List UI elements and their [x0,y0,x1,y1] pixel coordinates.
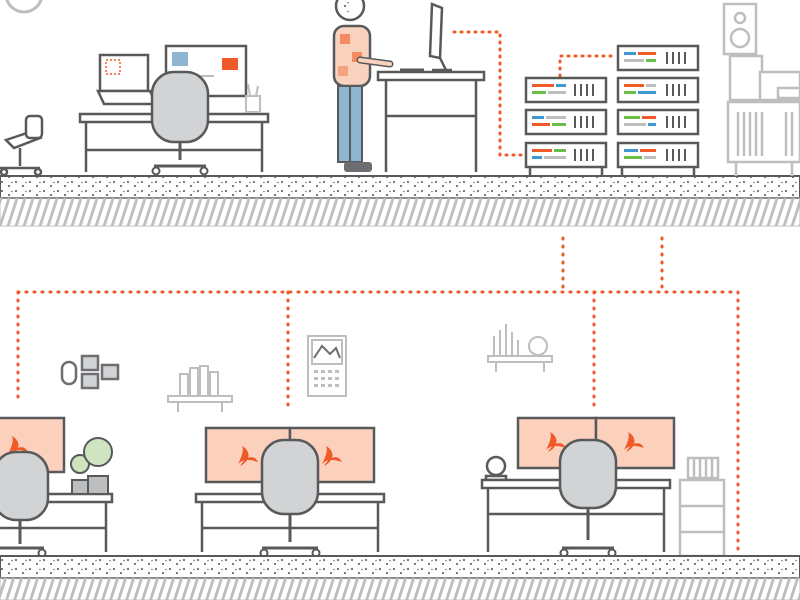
server-unit [616,108,700,136]
lower-floor-speckle [1,557,799,577]
server-rack-right [616,44,700,176]
speaker-icon [722,2,758,56]
desk-chair-icon [558,438,618,558]
laptop-icon [96,53,158,106]
record-shelf [726,100,800,176]
server-unit [616,76,700,104]
workstation-center [194,426,386,558]
lower-floor [0,555,800,600]
server-unit [524,108,608,136]
bookshelf-icon [167,365,233,412]
standing-person-icon [332,0,394,172]
calendar-icon [307,335,347,397]
desk-chair-icon [150,70,210,176]
desk-chair-icon [259,438,321,558]
server-unit [524,76,608,104]
upper-floor-speckle [1,177,799,197]
server-unit [524,141,608,169]
wall-tile-decor [60,354,120,390]
desk-lamp-icon [484,455,508,482]
lower-floor-hatch [0,577,800,600]
server-unit [616,44,700,72]
upper-desk-workstation [78,44,270,176]
upper-floor-hatch [0,197,800,227]
potted-plant-icon [70,437,113,495]
pencil-cup-icon [245,83,261,113]
server-rack-left [524,76,608,176]
server-unit [616,141,700,169]
workstation-left [0,416,114,558]
standing-desk-monitor-icon [428,2,452,72]
lower-network-lines [16,236,740,554]
lounge-corner [722,2,800,176]
office-chair-icon [0,114,44,177]
upper-network-lines [452,30,618,157]
standing-desk [376,2,486,172]
desk-chair-icon [0,450,50,558]
wall-clock-icon [5,0,43,14]
upper-floor [0,175,800,227]
filing-cabinet-icon [678,456,726,558]
workstation-right [480,416,726,558]
trophy-shelf-icon [487,324,553,372]
